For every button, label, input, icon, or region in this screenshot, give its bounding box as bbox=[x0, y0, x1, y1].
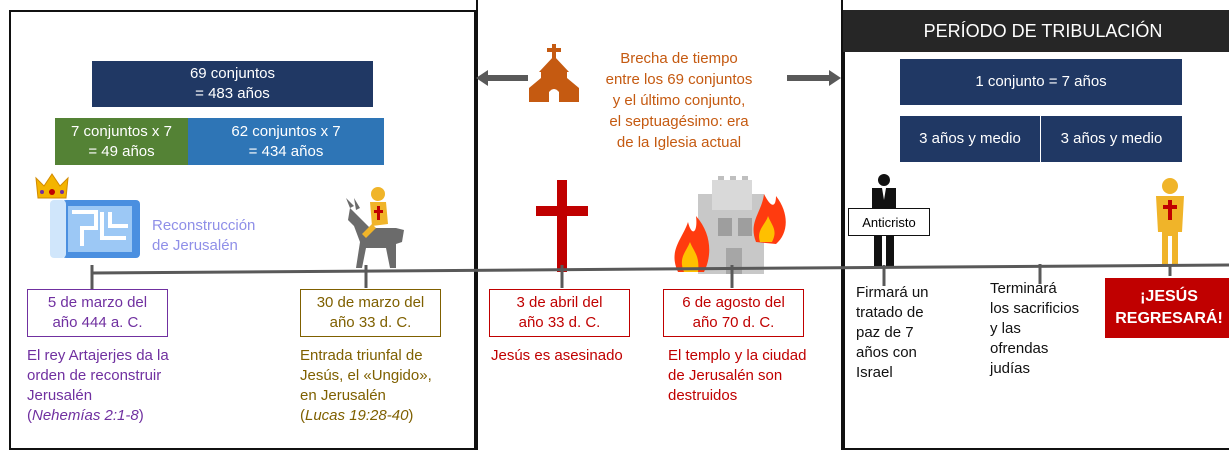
reference-close: ) bbox=[408, 407, 414, 424]
church-age-frame bbox=[476, 0, 843, 450]
reference-open: ( bbox=[300, 407, 305, 424]
event-description: Jesús es asesinado bbox=[491, 347, 623, 364]
church-age-gap-text: Brecha de tiempo entre los 69 conjuntos … bbox=[605, 50, 753, 151]
reference-close: ) bbox=[138, 407, 144, 424]
burning-temple-icon bbox=[674, 176, 786, 274]
tribulation-header: PERÍODO DE TRIBULACIÓN bbox=[843, 10, 1229, 52]
scripture-reference: Lucas 19:28-40 bbox=[305, 407, 409, 424]
jesus-returns-banner: ¡JESÚS REGRESARÁ! bbox=[1105, 278, 1229, 338]
event-date-box: 3 de abril del año 33 d. C. bbox=[489, 289, 630, 337]
event-description: El templo y la ciudad de Jerusalén son d… bbox=[668, 347, 807, 404]
donkey-rider-icon bbox=[346, 187, 404, 268]
scripture-reference: Nehemías 2:1-8 bbox=[32, 407, 139, 424]
cross-icon bbox=[536, 180, 588, 272]
event-description-text: El rey Artajerjes da la orden de reconst… bbox=[27, 347, 169, 404]
event-description: El rey Artajerjes da la orden de reconst… bbox=[27, 346, 227, 426]
event-date-box: 6 de agosto del año 70 d. C. bbox=[663, 289, 804, 337]
sixty-two-sets-box: 62 conjuntos x 7 = 434 años bbox=[188, 118, 384, 165]
event-description-text: Entrada triunfal de Jesús, el «Ungido», … bbox=[300, 347, 432, 404]
timeline-axis bbox=[90, 263, 1229, 290]
sixty-nine-sets-box: 69 conjuntos = 483 años bbox=[92, 61, 373, 107]
end-sacrifices-text: Terminará los sacrificios y las ofrendas… bbox=[990, 280, 1080, 377]
antichrist-legs-icon bbox=[874, 236, 894, 268]
reference-open: ( bbox=[27, 407, 32, 424]
one-set-seven-years-box: 1 conjunto = 7 años bbox=[900, 59, 1182, 105]
jesus-figure-icon bbox=[1156, 178, 1184, 266]
peace-treaty-text: Firmará un tratado de paz de 7 años con … bbox=[856, 284, 929, 381]
event-date-box: 5 de marzo del año 444 a. C. bbox=[27, 289, 168, 337]
church-icon bbox=[529, 44, 579, 102]
antichrist-label: Anticristo bbox=[848, 208, 930, 236]
event-date-box: 30 de marzo del año 33 d. C. bbox=[300, 289, 441, 337]
seven-sets-box: 7 conjuntos x 7 = 49 años bbox=[55, 118, 188, 165]
antichrist-figure-icon bbox=[872, 174, 896, 210]
event-description: Entrada triunfal de Jesús, el «Ungido», … bbox=[300, 346, 470, 426]
crown-map-icon bbox=[35, 173, 140, 258]
first-half-box: 3 años y medio bbox=[900, 116, 1041, 162]
second-half-box: 3 años y medio bbox=[1041, 116, 1182, 162]
left-arrow-icon bbox=[476, 70, 528, 86]
reconstruction-label: Reconstrucción de Jerusalén bbox=[152, 217, 256, 254]
right-arrow-icon bbox=[787, 70, 841, 86]
